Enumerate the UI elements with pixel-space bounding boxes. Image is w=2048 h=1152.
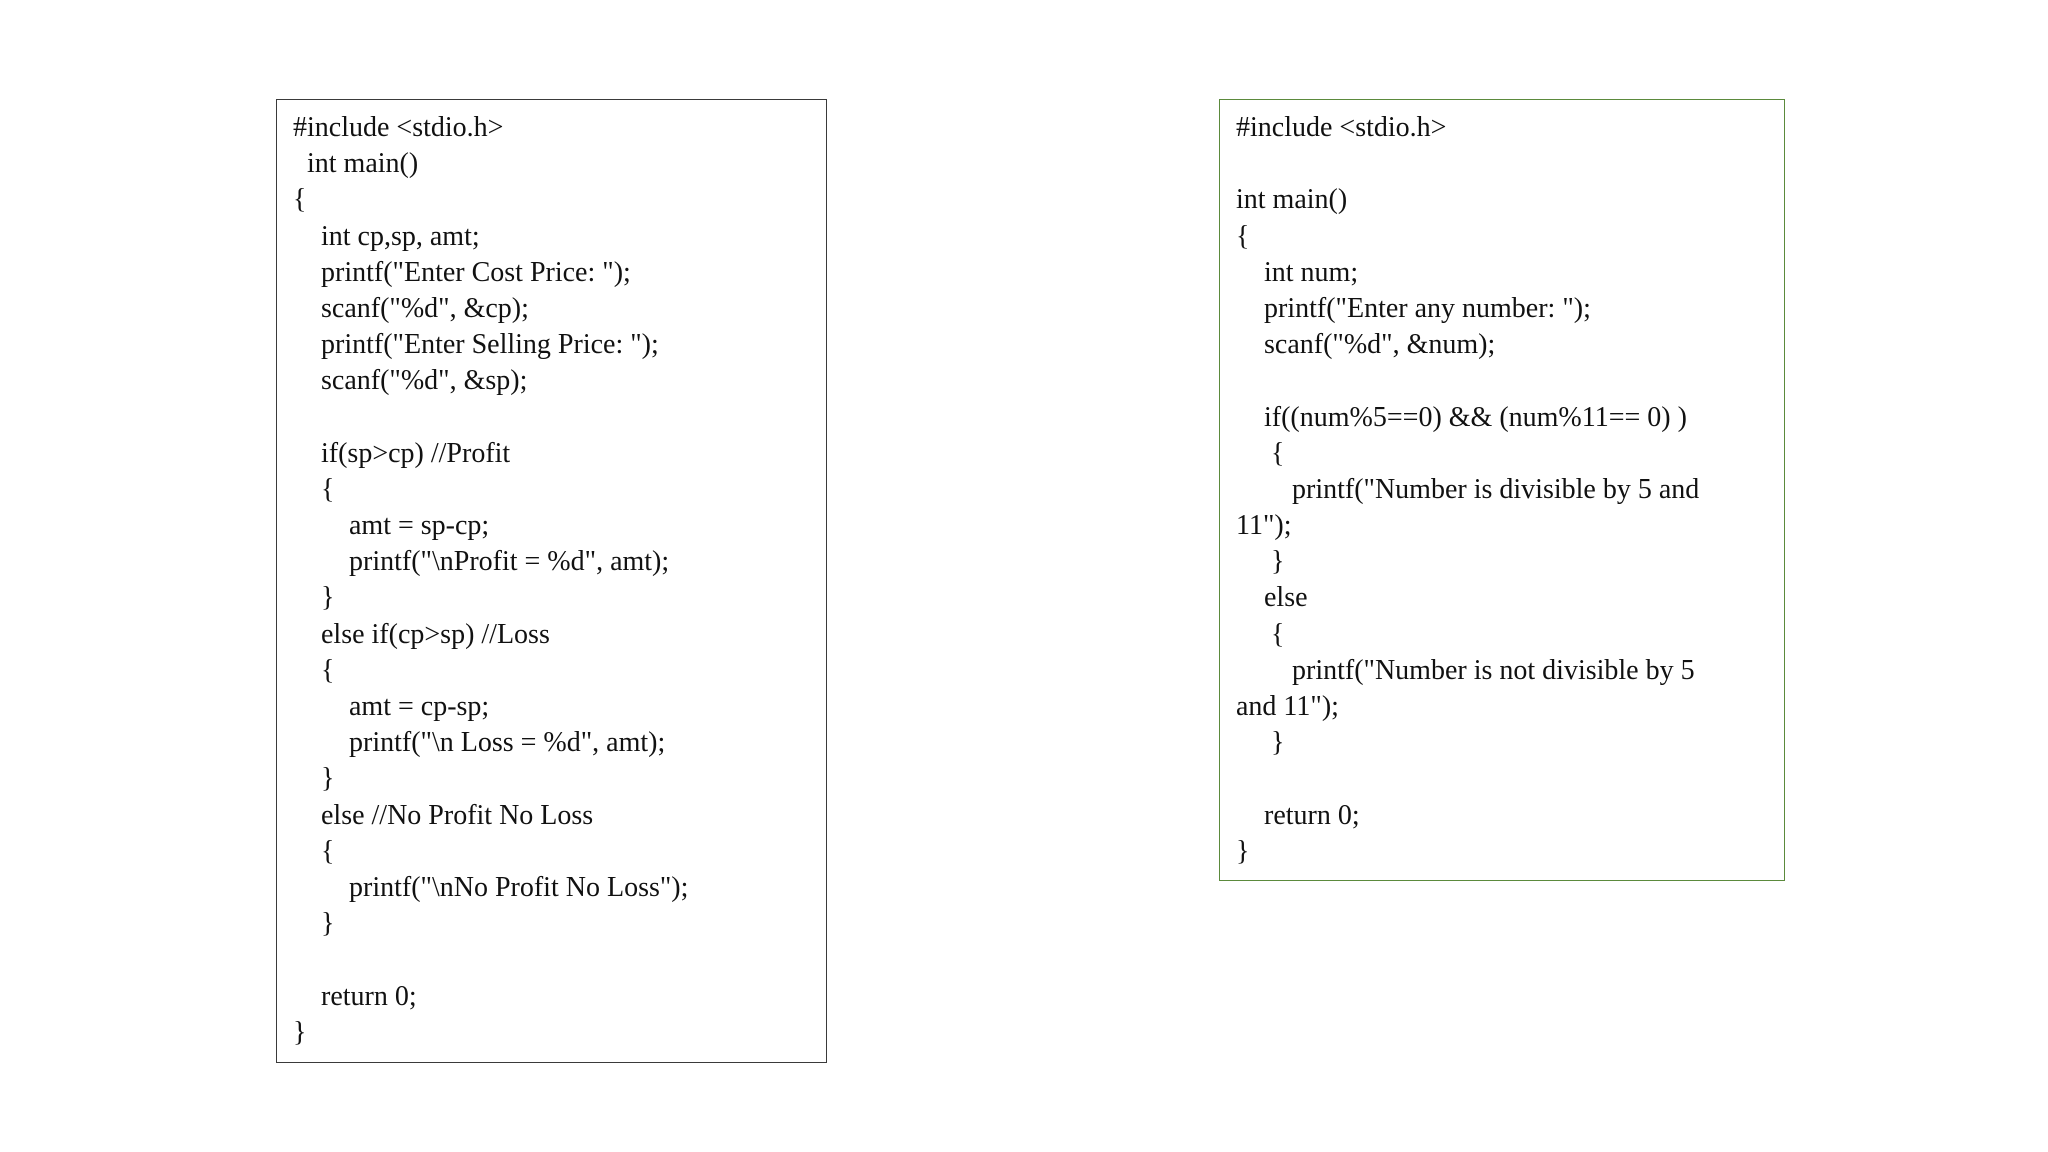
code-panel-profit-loss: #include <stdio.h> int main() { int cp,s… xyxy=(276,99,827,1063)
code-line: } xyxy=(293,582,335,614)
code-line: } xyxy=(293,1016,307,1048)
code-line: { xyxy=(1236,437,1285,469)
code-line: else xyxy=(1236,582,1308,614)
code-line: printf("Number is divisible by 5 and xyxy=(1236,473,1700,505)
code-line: scanf("%d", &cp); xyxy=(293,292,529,324)
code-line: scanf("%d", &sp); xyxy=(293,365,528,397)
code-line: } xyxy=(1236,546,1285,578)
code-line: printf("Number is not divisible by 5 xyxy=(1236,654,1695,686)
code-line: { xyxy=(293,654,335,686)
code-line: and 11"); xyxy=(1236,691,1339,722)
code-line xyxy=(1236,146,1784,182)
code-line: return 0; xyxy=(293,980,417,1012)
code-line: amt = sp-cp; xyxy=(293,510,490,542)
code-line: 11"); xyxy=(1236,510,1292,542)
code-line: else //No Profit No Loss xyxy=(293,799,594,831)
code-line: { xyxy=(293,473,335,505)
code-line: { xyxy=(293,835,335,867)
code-line: else if(cp>sp) //Loss xyxy=(293,618,550,650)
code-line: printf("\nProfit = %d", amt); xyxy=(293,546,670,578)
code-line: if(sp>cp) //Profit xyxy=(293,437,511,469)
code-line: printf("\nNo Profit No Loss"); xyxy=(293,871,689,903)
code-panel-divisibility: #include <stdio.h> int main() { int num;… xyxy=(1219,99,1785,881)
code-line xyxy=(293,400,826,436)
code-line: } xyxy=(293,908,335,940)
code-line: } xyxy=(1236,835,1250,867)
code-line: #include <stdio.h> xyxy=(293,112,504,143)
code-line xyxy=(1236,761,1784,797)
code-line: printf("Enter Cost Price: "); xyxy=(293,256,631,288)
code-line: int cp,sp, amt; xyxy=(293,220,480,252)
code-line xyxy=(1236,363,1784,399)
code-line: int main() xyxy=(1236,184,1348,216)
code-line: printf("\n Loss = %d", amt); xyxy=(293,727,666,759)
code-line: int main() xyxy=(293,148,419,180)
code-line: { xyxy=(1236,220,1250,252)
code-line: if((num%5==0) && (num%11== 0) ) xyxy=(1236,401,1687,433)
code-line: scanf("%d", &num); xyxy=(1236,329,1496,361)
code-line: } xyxy=(293,763,335,795)
code-line: int num; xyxy=(1236,256,1359,288)
code-line: } xyxy=(1236,727,1285,759)
code-line: { xyxy=(1236,618,1285,650)
code-line: amt = cp-sp; xyxy=(293,691,490,722)
code-line: return 0; xyxy=(1236,799,1360,831)
code-line: printf("Enter Selling Price: "); xyxy=(293,329,659,361)
code-line: #include <stdio.h> xyxy=(1236,112,1447,143)
code-line: printf("Enter any number: "); xyxy=(1236,292,1591,324)
code-line xyxy=(293,942,826,978)
code-line: { xyxy=(293,184,307,216)
